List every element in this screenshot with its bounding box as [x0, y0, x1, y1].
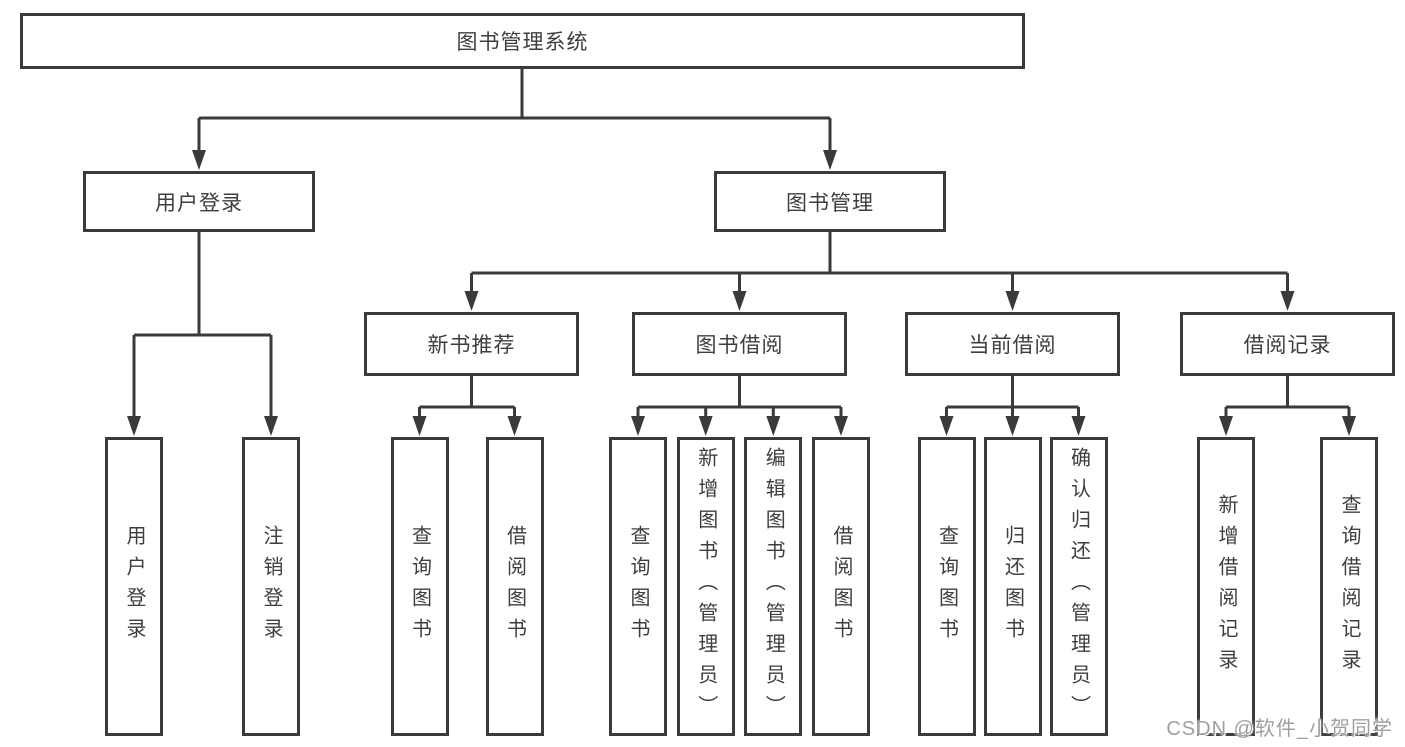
node-borrowing-records: 借阅记录 [1180, 312, 1395, 376]
node-label: 当前借阅 [968, 334, 1057, 357]
leaf-confirm-return-admin: 确认归还（管理员） [1049, 437, 1108, 736]
node-new-book-recommendation: 新书推荐 [364, 312, 579, 376]
leaf-borrow-books: 借阅图书 [812, 437, 870, 736]
node-label: 新书推荐 [427, 334, 516, 357]
node-label: 用户登录 [155, 191, 243, 215]
node-label: 查询图书 [627, 524, 649, 649]
node-book-borrowing: 图书借阅 [632, 312, 847, 376]
node-label: 新增图书（管理员） [694, 447, 717, 726]
leaf-edit-books-admin: 编辑图书（管理员） [744, 437, 803, 736]
node-label: 编辑图书（管理员） [762, 447, 785, 726]
leaf-logout: 注销登录 [242, 437, 300, 736]
node-label: 图书管理 [786, 191, 874, 215]
node-label: 新增借阅记录 [1215, 493, 1237, 680]
node-label: 借阅图书 [503, 524, 526, 649]
node-label: 注销登录 [260, 524, 282, 649]
node-user-login: 用户登录 [83, 171, 315, 232]
node-label: 查询图书 [935, 524, 958, 649]
leaf-user-login: 用户登录 [105, 437, 163, 736]
node-current-borrowing: 当前借阅 [905, 312, 1120, 376]
leaf-query-books: 查询图书 [390, 437, 449, 736]
node-label: 图书借阅 [695, 334, 784, 357]
node-label: 确认归还（管理员） [1067, 447, 1090, 726]
node-book-management-system: 图书管理系统 [20, 13, 1025, 69]
csdn-watermark: CSDN @软件_小贺同学 [1166, 718, 1393, 740]
leaf-query-books: 查询图书 [609, 437, 667, 736]
node-label: 查询图书 [408, 524, 431, 649]
leaf-add-borrow-record: 新增借阅记录 [1197, 437, 1255, 736]
leaf-borrow-books: 借阅图书 [485, 437, 544, 736]
node-label: 归还图书 [1001, 524, 1024, 649]
node-label: 用户登录 [123, 524, 145, 649]
node-label: 借阅记录 [1243, 334, 1332, 357]
leaf-query-borrow-record: 查询借阅记录 [1320, 437, 1378, 736]
node-label: 查询借阅记录 [1338, 493, 1360, 680]
node-label: 借阅图书 [830, 524, 852, 649]
node-book-management: 图书管理 [714, 171, 946, 232]
node-label: 图书管理系统 [456, 31, 589, 54]
leaf-add-books-admin: 新增图书（管理员） [676, 437, 735, 736]
leaf-query-books: 查询图书 [917, 437, 976, 736]
leaf-return-books: 归还图书 [983, 437, 1042, 736]
